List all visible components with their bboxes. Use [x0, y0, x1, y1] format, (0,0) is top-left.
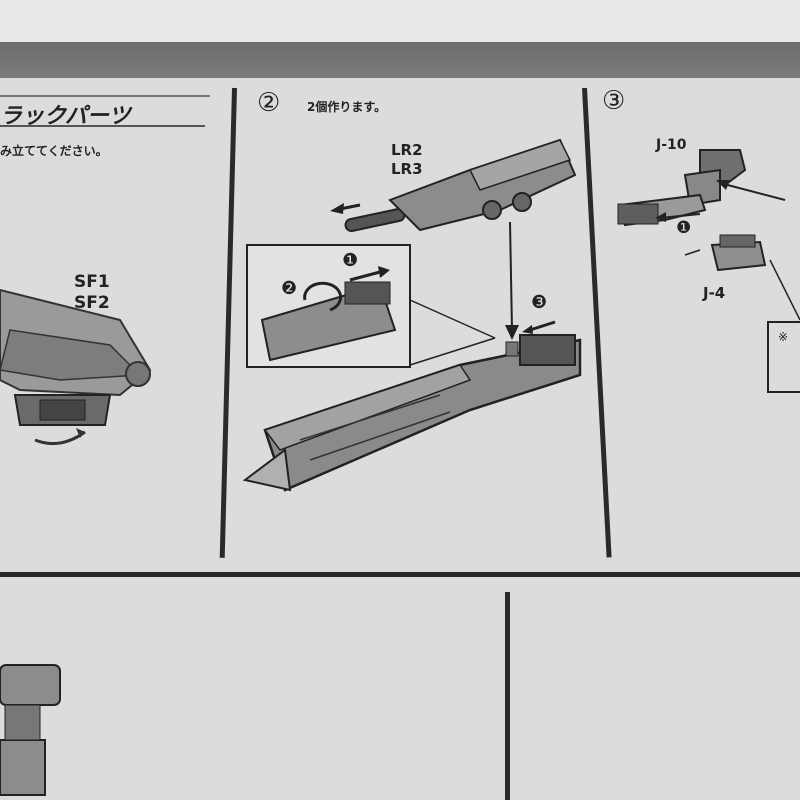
panel2-callout-2: ❷ — [281, 278, 298, 299]
background-table — [0, 0, 800, 42]
panel1-heading: ラックパーツ — [0, 104, 131, 129]
part-j4-illustration — [684, 234, 800, 393]
part-bracket-illustration — [617, 193, 707, 227]
panel3-part-label-j10: J-10 — [656, 137, 687, 153]
assembly-arrow — [509, 221, 513, 331]
panel2-instruction: 2個作ります。 — [307, 100, 387, 114]
panel2-part-label-lr3: LR3 — [391, 160, 423, 178]
part-lr-illustration — [330, 138, 577, 232]
panel3-callout-1: ❶ — [676, 218, 692, 238]
panel2-callout-3: ❸ — [531, 292, 548, 313]
part-main-body-illustration — [242, 320, 582, 492]
panel2-step-number: ② — [257, 88, 281, 118]
panel2-callout-1: ❶ — [342, 250, 359, 271]
panel1-instruction: み立ててください。 — [0, 144, 108, 158]
panel2-part-label-lr2: LR2 — [391, 141, 423, 159]
panel1-part-label-sf2: SF2 — [74, 293, 110, 313]
part-bottom-left-illustration — [0, 664, 61, 796]
panel3-step-number: ③ — [602, 86, 626, 116]
divider-bottom-row — [0, 572, 800, 577]
divider-bottom-panels — [505, 592, 510, 800]
part-sf-illustration — [0, 288, 152, 446]
panel1-part-label-sf1: SF1 — [74, 272, 110, 292]
panel3-part-label-j4: J-4 — [703, 284, 726, 302]
detail-callout-box — [246, 244, 496, 368]
manual-top-band — [0, 42, 800, 78]
panel3-note-mark: ※ — [778, 330, 789, 344]
